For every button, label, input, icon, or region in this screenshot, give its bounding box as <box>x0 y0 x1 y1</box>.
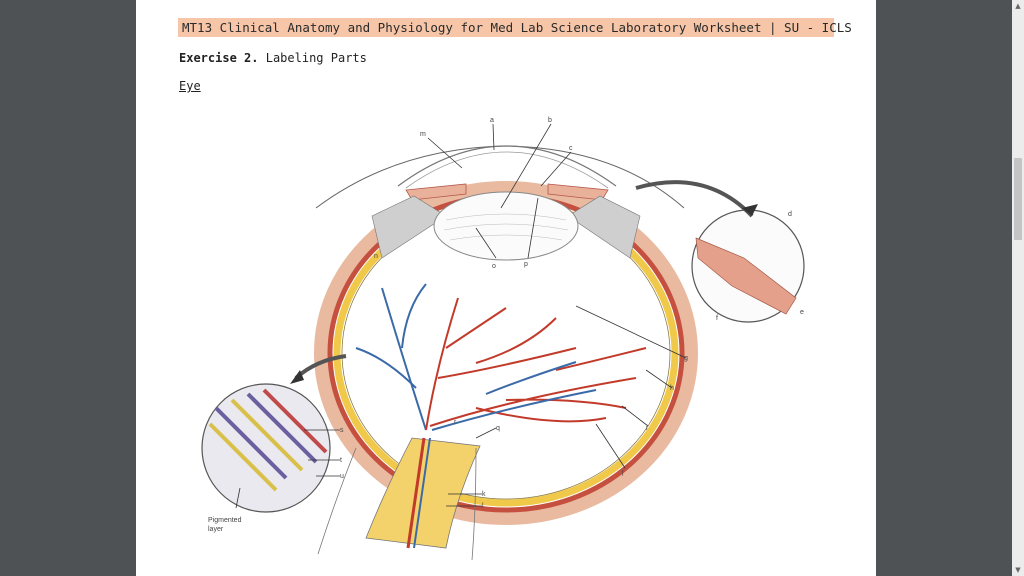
document-page: MT13 Clinical Anatomy and Physiology for… <box>136 0 876 576</box>
exercise-heading: Exercise 2. Labeling Parts <box>179 51 367 65</box>
label-d: d <box>788 211 792 218</box>
label-n: n <box>374 253 378 260</box>
retinal-vessels <box>356 284 646 430</box>
pigmented-label-line2: layer <box>208 526 224 533</box>
label-q: q <box>496 425 500 432</box>
label-j: j <box>621 469 624 476</box>
eye-diagram: a b c d e f g h i j k l m n o p q r s t … <box>176 108 836 576</box>
label-g: g <box>684 355 688 362</box>
label-e: e <box>800 309 804 316</box>
retina-detail-circle <box>202 384 330 512</box>
lens <box>434 192 578 260</box>
label-f: f <box>716 315 718 322</box>
label-m: m <box>420 131 426 138</box>
scroll-down-icon[interactable]: ▼ <box>1012 564 1024 576</box>
label-h: h <box>670 385 674 392</box>
label-o: o <box>492 263 496 270</box>
label-c: c <box>569 145 573 152</box>
vertical-scrollbar[interactable] <box>1012 0 1024 576</box>
scrollbar-thumb[interactable] <box>1014 158 1022 240</box>
pigmented-label-line1: Pigmented <box>208 517 242 524</box>
label-u: u <box>340 473 344 480</box>
label-b: b <box>548 117 552 124</box>
exercise-title: Labeling Parts <box>266 51 367 65</box>
exercise-number: Exercise 2. <box>179 51 258 65</box>
scroll-up-icon[interactable]: ▲ <box>1012 0 1024 12</box>
section-title: Eye <box>179 79 201 93</box>
label-p: p <box>524 261 528 268</box>
detail-arrow <box>636 182 752 216</box>
label-a: a <box>490 117 494 124</box>
label-s: s <box>340 427 344 434</box>
label-k: k <box>482 491 486 498</box>
label-t: t <box>340 457 342 464</box>
worksheet-header: MT13 Clinical Anatomy and Physiology for… <box>178 18 834 37</box>
